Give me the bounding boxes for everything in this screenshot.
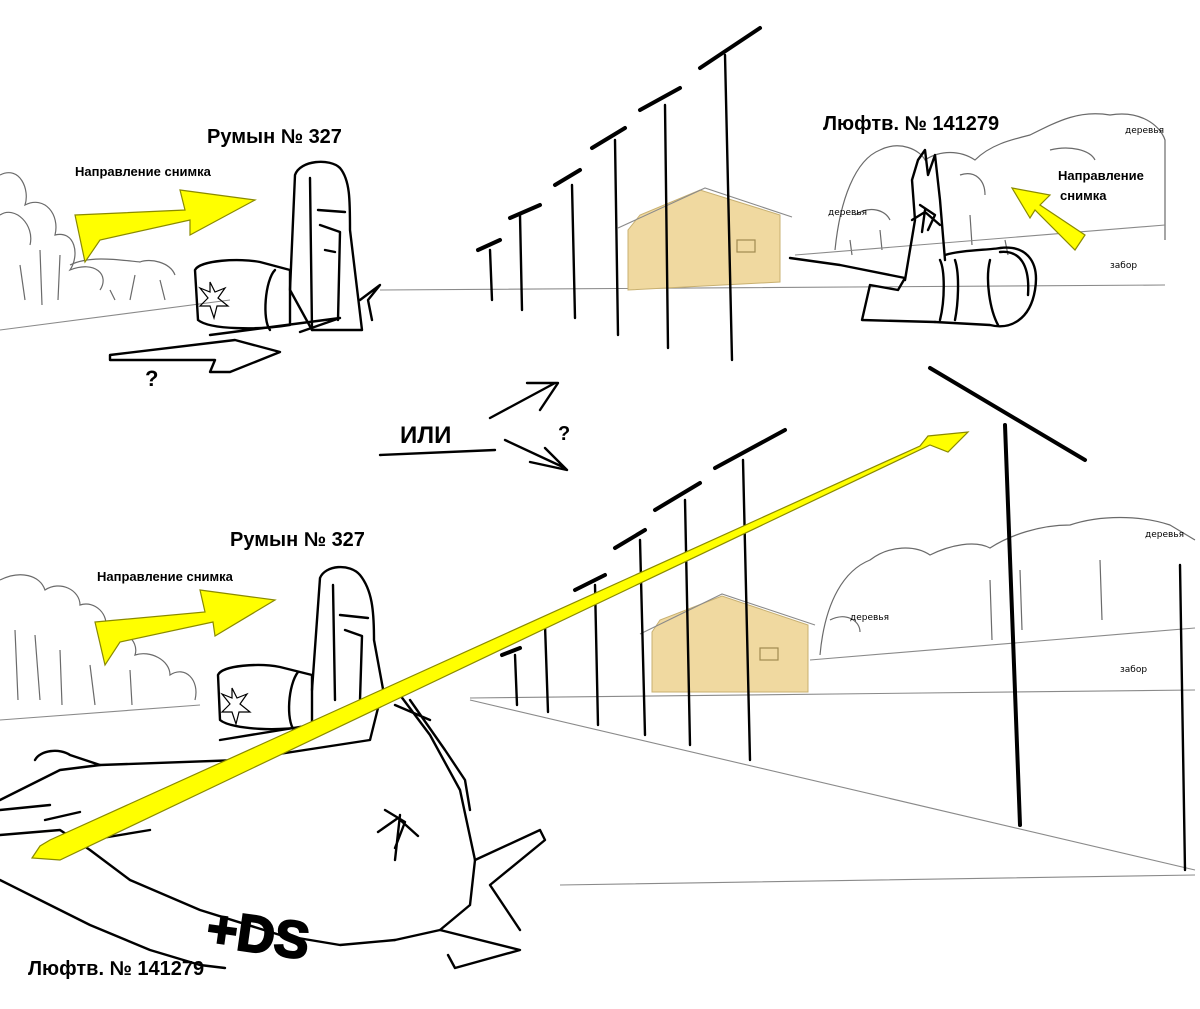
swastika-icon-bottom — [376, 808, 420, 862]
tail-romanian-327-top — [108, 160, 382, 374]
house-bottom — [639, 593, 816, 693]
direction-arrow-top-right — [1010, 187, 1086, 251]
trees-label-top-1: деревья — [1125, 126, 1164, 136]
fence-label-bottom: забор — [1120, 665, 1147, 675]
telephone-poles-top — [476, 26, 762, 362]
house-window-bottom — [759, 647, 779, 661]
direction-label-bottom-left: Направление снимка — [97, 569, 234, 584]
romanian-cross-icon-bottom — [220, 687, 252, 727]
house-window-top — [736, 239, 756, 253]
swastika-icon-top — [910, 203, 942, 234]
near-pole-bottom — [928, 366, 1087, 827]
romanian-cross-icon-top — [198, 281, 230, 321]
tree-line-top-right — [834, 113, 1166, 256]
top-left-panel: Направление снимка Румын № 327 ? — [0, 126, 1166, 391]
fence-line-bottom — [809, 627, 1196, 661]
horizon-line-bottom-left — [0, 704, 201, 721]
direction-label-top-right-2: снимка — [1060, 188, 1107, 203]
horizon-line-top-left — [0, 284, 1166, 331]
title-luftwaffe-141279-bottom: Люфтв. № 141279 — [28, 958, 204, 980]
tree-line-bottom-left — [0, 574, 197, 706]
direction-label-top-right-1: Направление — [1058, 168, 1144, 183]
question-mark-top-left: ? — [145, 366, 158, 391]
tail-luftwaffe-141279-top — [788, 148, 1038, 328]
telephone-poles-bottom — [500, 366, 1187, 872]
or-underline — [378, 448, 497, 457]
or-label: ИЛИ — [400, 422, 451, 449]
question-mark-middle: ? — [558, 423, 570, 445]
arrow-down-right — [503, 438, 569, 472]
arrow-up-right — [488, 381, 560, 420]
top-right-panel: Люфтв. № 141279 деревья деревья забор На… — [476, 26, 1166, 362]
trees-label-top-2: деревья — [828, 208, 867, 218]
trees-label-bottom-1: деревья — [1145, 530, 1184, 540]
tree-line-top-left — [0, 172, 176, 306]
direction-label-top-left: Направление снимка — [75, 164, 212, 179]
sight-line-arrow-bottom — [30, 431, 970, 861]
direction-arrow-top-left — [74, 189, 257, 264]
direction-arrow-bottom-left — [94, 589, 277, 667]
bottom-panel: деревья деревья забор Румын № 327 Направ… — [0, 366, 1196, 980]
house-wall-bottom — [651, 595, 809, 693]
road-line-bottom — [469, 699, 1196, 886]
title-luftwaffe-141279-top: Люфтв. № 141279 — [823, 113, 999, 135]
title-romanian-327-top: Румын № 327 — [207, 126, 342, 148]
fence-line-top — [794, 224, 1166, 256]
house-top — [617, 187, 793, 291]
fence-label-top: забор — [1110, 261, 1137, 271]
trees-label-bottom-2: деревья — [850, 613, 889, 623]
title-romanian-327-bottom: Румын № 327 — [230, 529, 365, 551]
middle-choice: ИЛИ ? — [378, 381, 570, 472]
fuselage-code: +DS — [203, 899, 313, 971]
tree-line-bottom-right — [819, 516, 1196, 656]
horizon-line-bottom — [469, 689, 1196, 699]
